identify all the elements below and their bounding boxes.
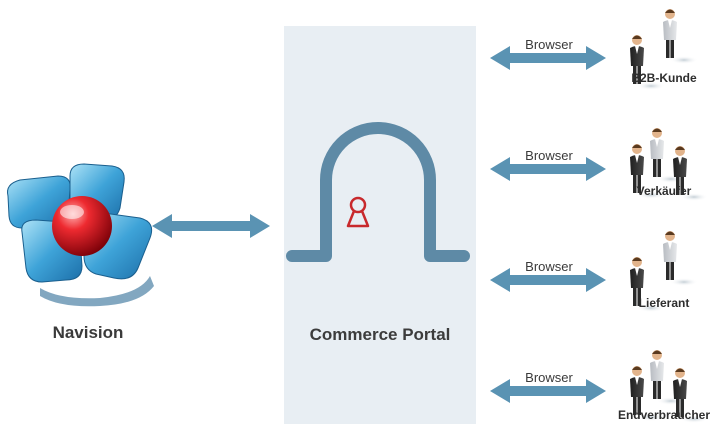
client-label: B2B-Kunde bbox=[631, 71, 697, 85]
consumer-group-icon bbox=[630, 350, 708, 423]
client-label: Verkäufer bbox=[637, 184, 692, 198]
browser-arrow bbox=[490, 157, 606, 181]
business-customer-icon bbox=[630, 9, 698, 90]
commerce-portal-label: Commerce Portal bbox=[310, 325, 451, 344]
browser-label: Browser bbox=[525, 148, 573, 163]
navision-logo-icon bbox=[7, 163, 154, 307]
browser-arrow bbox=[490, 268, 606, 292]
browser-arrow bbox=[490, 379, 606, 403]
browser-label: Browser bbox=[525, 259, 573, 274]
keyhole-icon bbox=[346, 196, 370, 228]
portal-panel bbox=[284, 26, 476, 424]
browser-label: Browser bbox=[525, 37, 573, 52]
navision-portal-arrow bbox=[152, 214, 270, 238]
browser-arrow bbox=[490, 46, 606, 70]
supplier-icon bbox=[630, 231, 698, 312]
portal-gate-icon bbox=[286, 122, 470, 262]
sales-team-icon bbox=[630, 128, 708, 201]
browser-label: Browser bbox=[525, 370, 573, 385]
client-label: Endverbraucher bbox=[618, 408, 710, 422]
navision-label: Navision bbox=[53, 323, 124, 342]
client-label: Lieferant bbox=[639, 296, 690, 310]
